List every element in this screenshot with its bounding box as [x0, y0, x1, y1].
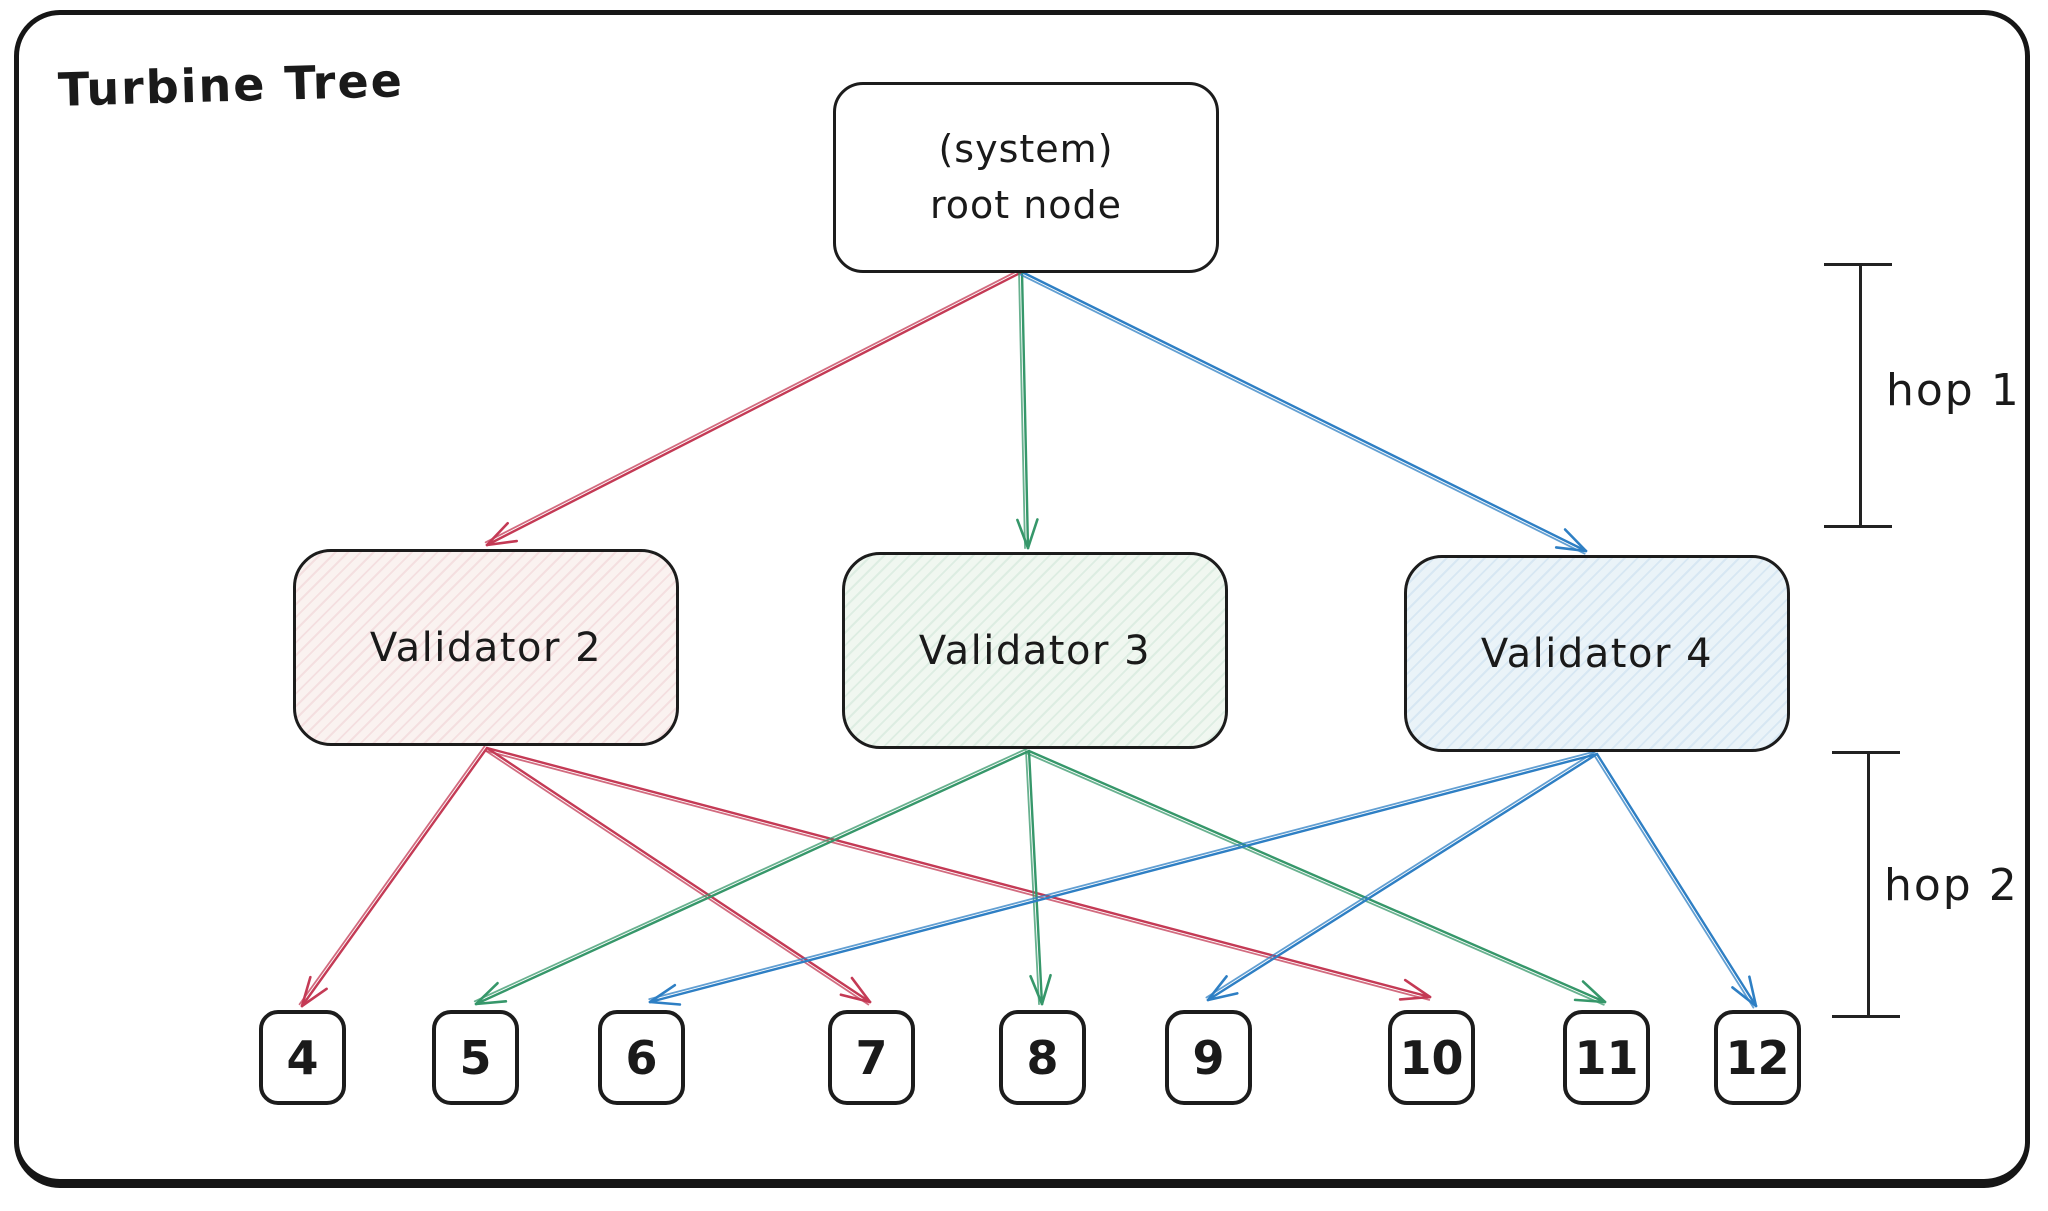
validator-4-node[interactable]: Validator 4 — [1404, 555, 1790, 752]
edge-validator-4-leaf-12[interactable] — [1593, 752, 1758, 1009]
edge-root-validator-2[interactable] — [484, 268, 1024, 547]
leaf-8-label: 8 — [1026, 1030, 1059, 1085]
hop2-bracket-cap-top — [1832, 751, 1900, 754]
leaf-12-label: 12 — [1725, 1030, 1790, 1085]
validator-2-label: Validator 2 — [369, 624, 603, 671]
validator-3-node[interactable]: Validator 3 — [842, 552, 1228, 749]
edge-validator-4-leaf-6[interactable] — [648, 750, 1599, 1006]
hop1-bracket-line — [1859, 264, 1862, 527]
leaf-node-8[interactable]: 8 — [999, 1010, 1086, 1105]
edge-root-validator-4[interactable] — [1019, 270, 1588, 555]
edge-validator-2-leaf-10[interactable] — [485, 746, 1432, 1001]
hop1-label: hop 1 — [1886, 365, 2021, 416]
root-node-label-line2: root node — [929, 182, 1123, 227]
leaf-node-5[interactable]: 5 — [432, 1010, 519, 1105]
root-node[interactable]: (system) root node — [833, 82, 1219, 273]
leaf-5-label: 5 — [459, 1030, 492, 1085]
leaf-6-label: 6 — [625, 1030, 658, 1085]
leaf-7-label: 7 — [855, 1030, 888, 1085]
leaf-node-10[interactable]: 10 — [1388, 1010, 1475, 1105]
root-node-label-line1: (system) — [938, 127, 1114, 172]
hop1-bracket-cap-top — [1824, 263, 1892, 266]
hop1-bracket-cap-bottom — [1824, 525, 1892, 528]
leaf-11-label: 11 — [1574, 1030, 1639, 1085]
leaf-node-9[interactable]: 9 — [1165, 1010, 1252, 1105]
edge-validator-3-leaf-11[interactable] — [1026, 749, 1607, 1006]
edge-validator-4-leaf-9[interactable] — [1205, 750, 1599, 1002]
leaf-9-label: 9 — [1192, 1030, 1225, 1085]
hop2-label: hop 2 — [1884, 860, 2019, 911]
validator-4-label: Validator 4 — [1480, 630, 1714, 677]
leaf-node-4[interactable]: 4 — [259, 1010, 346, 1105]
edge-validator-2-leaf-4[interactable] — [298, 745, 489, 1008]
leaf-node-7[interactable]: 7 — [828, 1010, 915, 1105]
edge-validator-2-leaf-7[interactable] — [484, 746, 872, 1006]
edge-validator-3-leaf-5[interactable] — [473, 747, 1031, 1006]
edge-validator-3-leaf-8[interactable] — [1025, 749, 1052, 1006]
leaf-node-6[interactable]: 6 — [598, 1010, 685, 1105]
leaf-4-label: 4 — [286, 1030, 319, 1085]
leaf-node-11[interactable]: 11 — [1563, 1010, 1650, 1105]
leaf-10-label: 10 — [1399, 1030, 1464, 1085]
outer-frame — [14, 10, 2030, 1188]
leaf-node-12[interactable]: 12 — [1714, 1010, 1801, 1105]
hop2-bracket-line — [1867, 752, 1870, 1017]
validator-2-node[interactable]: Validator 2 — [293, 549, 679, 746]
hop2-bracket-cap-bottom — [1832, 1015, 1900, 1018]
edge-root-validator-3[interactable] — [1016, 270, 1039, 550]
validator-3-label: Validator 3 — [918, 627, 1152, 674]
